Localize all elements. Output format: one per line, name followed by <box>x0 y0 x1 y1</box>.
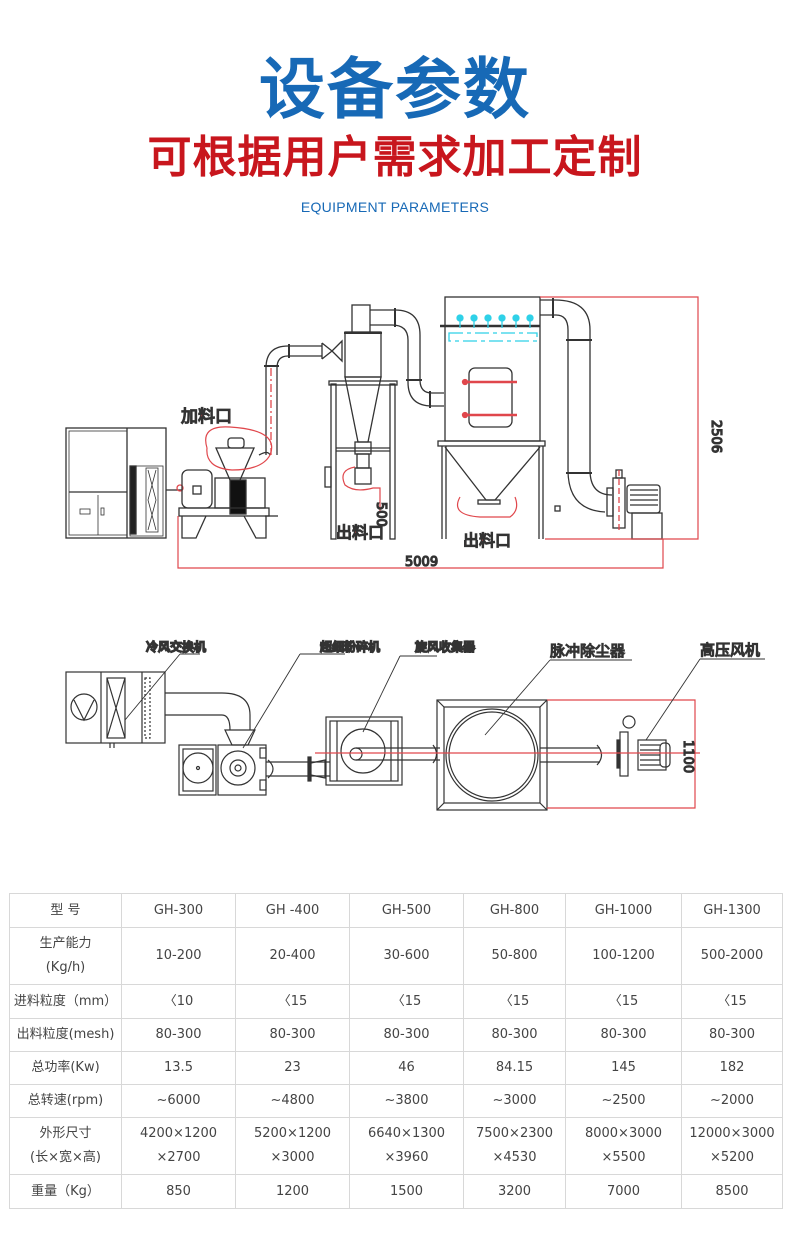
cooler-unit <box>65 427 167 539</box>
value-cell: 1500 <box>349 1174 464 1209</box>
side-view-diagram: 加料口 出料口 出料口 5009 2506 500 <box>0 285 790 585</box>
cooler-top <box>65 671 166 748</box>
value-cell: 〈15 <box>681 984 783 1019</box>
value-cell: 80-300 <box>349 1018 464 1052</box>
value-cell: 182 <box>681 1051 783 1085</box>
page-subtitle: 可根据用户需求加工定制 <box>147 132 643 183</box>
value-cell: 50-800 <box>463 927 566 985</box>
top-view-diagram: 冷风交换机 超细粉碎机 旋风收集器 脉冲除尘器 高压风机 1100 <box>0 625 790 820</box>
leader-lines <box>124 653 765 749</box>
value-cell: 80-300 <box>565 1018 682 1052</box>
page-title: 设备参数 <box>259 51 531 128</box>
value-cell: 80-300 <box>121 1018 236 1052</box>
value-cell: 〈15 <box>235 984 350 1019</box>
value-cell: 6640×1300×3960 <box>349 1117 464 1175</box>
table-row-dimensions: 外形尺寸 (长×宽×高) 4200×1200×2700 5200×1200×30… <box>9 1117 783 1175</box>
value-cell: ~2500 <box>565 1084 682 1118</box>
value-cell: 8000×3000×5500 <box>565 1117 682 1175</box>
pulse-nozzles <box>456 314 534 328</box>
fan-top <box>616 715 671 777</box>
row-label: 重量（Kg） <box>9 1174 122 1209</box>
table-row-model: 型 号 GH-300 GH -400 GH-500 GH-800 GH-1000… <box>9 893 783 928</box>
cooler-label: 冷风交换机 <box>146 639 206 654</box>
connecting-pipe <box>266 756 330 782</box>
model-cell: GH-800 <box>463 893 566 928</box>
value-cell: 13.5 <box>121 1051 236 1085</box>
table-row-feed-size: 进料粒度（mm） 〈10 〈15 〈15 〈15 〈15 〈15 <box>9 984 783 1019</box>
model-cell: GH-1300 <box>681 893 783 928</box>
table-row-weight: 重量（Kg） 850 1200 1500 3200 7000 8500 <box>9 1174 783 1209</box>
length-dimension: 5009 <box>405 555 438 570</box>
value-cell: 46 <box>349 1051 464 1085</box>
dust-outlet-label: 出料口 <box>463 531 511 550</box>
mill-unit <box>166 437 278 539</box>
value-cell: 〈15 <box>349 984 464 1019</box>
height-dimension: 2506 <box>708 420 723 453</box>
value-cell: 8500 <box>681 1174 783 1209</box>
value-cell: ~4800 <box>235 1084 350 1118</box>
row-label: 出料粒度(mesh) <box>9 1018 122 1052</box>
model-cell: GH-300 <box>121 893 236 928</box>
model-cell: GH -400 <box>235 893 350 928</box>
value-cell: 500-2000 <box>681 927 783 985</box>
value-cell: 20-400 <box>235 927 350 985</box>
table-row-output-size: 出料粒度(mesh) 80-300 80-300 80-300 80-300 8… <box>9 1018 783 1052</box>
row-label: 总转速(rpm) <box>9 1084 122 1118</box>
value-cell: 7500×2300×4530 <box>463 1117 566 1175</box>
cyclone-outlet-label: 出料口 <box>336 523 384 542</box>
value-cell: 3200 <box>463 1174 566 1209</box>
dust-collector-unit <box>437 296 561 539</box>
fan-label: 高压风机 <box>700 641 760 659</box>
value-cell: 〈15 <box>463 984 566 1019</box>
row-label: 型 号 <box>9 893 122 928</box>
value-cell: 80-300 <box>235 1018 350 1052</box>
english-subtitle: EQUIPMENT PARAMETERS <box>300 199 490 215</box>
value-cell: 5200×1200×3000 <box>235 1117 350 1175</box>
table-row-speed: 总转速(rpm) ~6000 ~4800 ~3800 ~3000 ~2500 ~… <box>9 1084 783 1118</box>
width-dimension: 1100 <box>680 740 695 773</box>
mill-top <box>165 692 267 796</box>
row-label: 外形尺寸 (长×宽×高) <box>9 1117 122 1175</box>
value-cell: 〈15 <box>565 984 682 1019</box>
table-row-capacity: 生产能力 (Kg/h) 10-200 20-400 30-600 50-800 … <box>9 927 783 985</box>
cyclone-label: 旋风收集器 <box>414 639 476 654</box>
top-dimension-lines <box>315 699 700 809</box>
cyclone-top <box>325 716 440 786</box>
value-cell: ~2000 <box>681 1084 783 1118</box>
value-cell: ~6000 <box>121 1084 236 1118</box>
model-cell: GH-500 <box>349 893 464 928</box>
value-cell: 100-1200 <box>565 927 682 985</box>
value-cell: 1200 <box>235 1174 350 1209</box>
value-cell: 145 <box>565 1051 682 1085</box>
value-cell: 〈10 <box>121 984 236 1019</box>
value-cell: ~3000 <box>463 1084 566 1118</box>
value-cell: 23 <box>235 1051 350 1085</box>
model-cell: GH-1000 <box>565 893 682 928</box>
feed-inlet-label: 加料口 <box>181 407 232 427</box>
table-row-power: 总功率(Kw) 13.5 23 46 84.15 145 182 <box>9 1051 783 1085</box>
value-cell: 84.15 <box>463 1051 566 1085</box>
row-label: 总功率(Kw) <box>9 1051 122 1085</box>
value-cell: 4200×1200×2700 <box>121 1117 236 1175</box>
dimension-lines <box>177 296 699 569</box>
mill-label: 超细粉碎机 <box>319 639 380 654</box>
dust-collector-top <box>436 699 603 811</box>
row-label: 进料粒度（mm） <box>9 984 122 1019</box>
row-label: 生产能力 (Kg/h) <box>9 927 122 985</box>
value-cell: 850 <box>121 1174 236 1209</box>
value-cell: 7000 <box>565 1174 682 1209</box>
value-cell: 30-600 <box>349 927 464 985</box>
outlet-height-dimension: 500 <box>373 502 388 527</box>
value-cell: 80-300 <box>681 1018 783 1052</box>
cyclone-unit <box>324 304 444 540</box>
riser-pipe <box>264 339 343 455</box>
fan-duct <box>540 298 663 540</box>
value-cell: 10-200 <box>121 927 236 985</box>
parameters-table: 型 号 GH-300 GH -400 GH-500 GH-800 GH-1000… <box>9 893 783 1209</box>
dust-collector-label: 脉冲除尘器 <box>550 642 625 660</box>
value-cell: 12000×3000×5200 <box>681 1117 783 1175</box>
value-cell: ~3800 <box>349 1084 464 1118</box>
value-cell: 80-300 <box>463 1018 566 1052</box>
